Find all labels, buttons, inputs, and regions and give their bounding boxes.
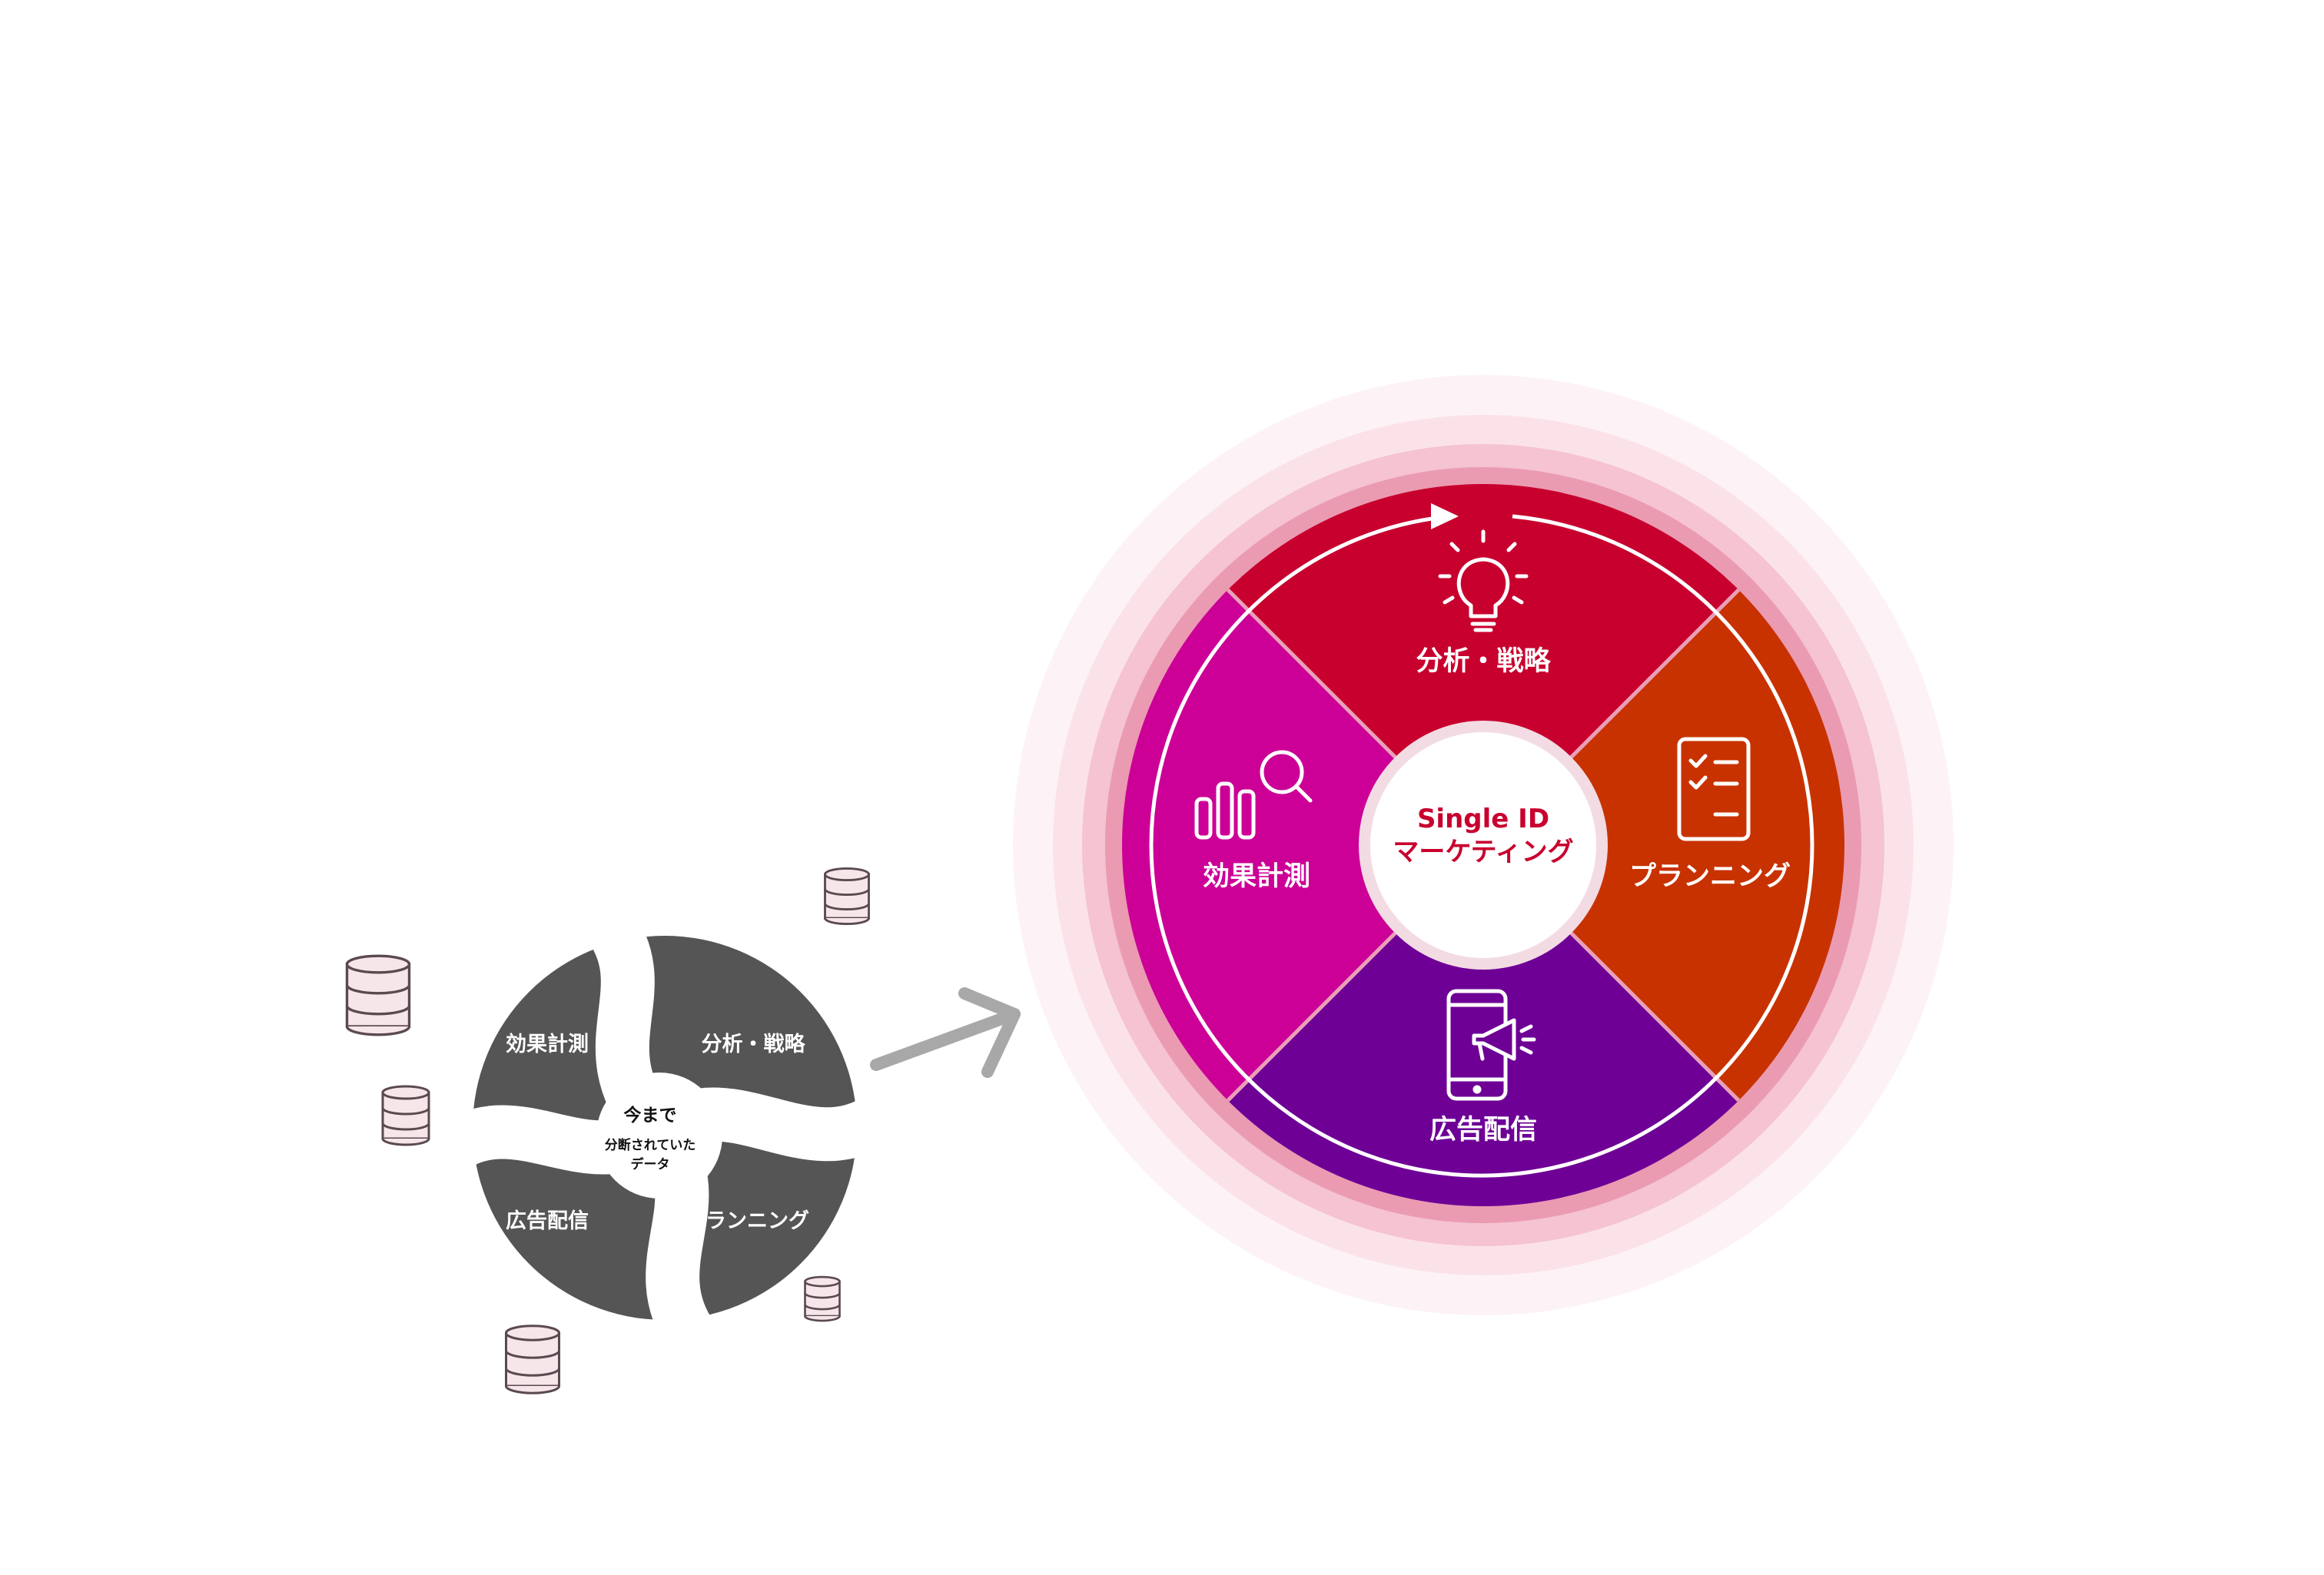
core-line1: Single ID [1417,804,1549,834]
label-ad: 広告配信 [1429,1115,1537,1146]
before-center-line1: 分断されていた [605,1137,696,1153]
bar-chart-search-icon [1194,750,1313,840]
before-diagram: 効果計測 分析・戦略 広告配信 プランニング 今まで 分断されていた データ [345,867,907,1394]
database-icon [505,1325,560,1394]
before-center-line2: データ [631,1156,670,1172]
smartphone-megaphone-icon [1446,989,1536,1101]
label-measurement: 効果計測 [1203,861,1310,892]
after-diagram: Single ID マーケティング 分析・戦略 プランニング 広告配信 効果計測 [1013,375,1954,1315]
label-planning: プランニング [1629,861,1791,892]
label-analysis: 分析・戦略 [1416,646,1551,677]
before-label-planning: プランニング [685,1209,809,1233]
before-label-ad: 広告配信 [506,1209,589,1233]
lightbulb-icon [1438,529,1529,632]
core-disk [1370,732,1596,958]
database-icon [824,867,870,926]
before-center-disk [596,1073,722,1199]
checklist-icon [1677,737,1751,841]
database-icon [381,1085,430,1146]
database-icon [345,954,411,1036]
before-center-title: 今まで [624,1105,677,1126]
arrow-right-icon [870,987,1021,1078]
before-label-analysis: 分析・戦略 [702,1032,806,1056]
core-line2: マーケティング [1393,837,1573,867]
before-label-measurement: 効果計測 [506,1032,589,1056]
database-icon [804,1275,841,1322]
cycle-arrow-icon [1149,503,1814,1178]
